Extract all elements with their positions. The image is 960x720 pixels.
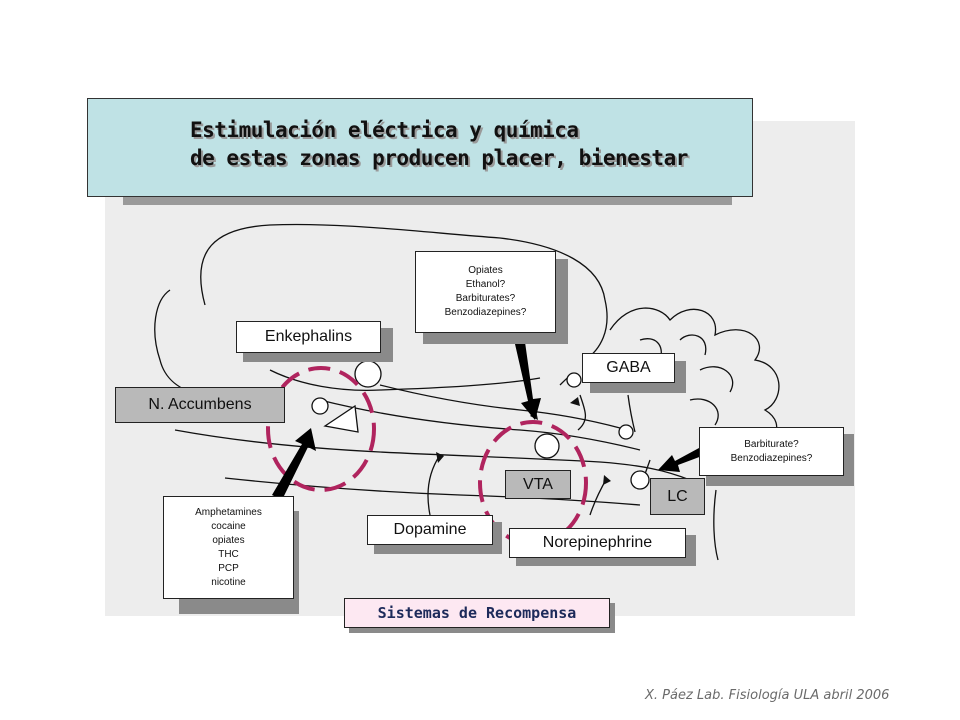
neuron-vta xyxy=(534,433,560,459)
title-line-2: de estas zonas producen placer, bienesta… xyxy=(190,146,688,170)
highlight-circle-vta xyxy=(478,420,588,546)
neuron-gaba-2 xyxy=(618,424,634,440)
neuron-accumbens xyxy=(311,397,329,415)
drug-item: PCP xyxy=(218,562,239,574)
caption-sistemas-de-recompensa: Sistemas de Recompensa xyxy=(344,598,610,628)
drug-item: opiates xyxy=(212,534,245,546)
arrow-amphetamines xyxy=(272,428,316,500)
terminal-triangle xyxy=(323,404,359,433)
label-dopamine: Dopamine xyxy=(367,515,493,545)
drug-item: cocaine xyxy=(211,520,246,532)
arrow-barbiturate xyxy=(658,448,702,472)
drug-item: Barbiturate? xyxy=(744,438,799,450)
title-line-1: Estimulación eléctrica y química xyxy=(190,118,579,142)
pathway-lower xyxy=(224,477,641,506)
opiates-box: Opiates Ethanol? Barbiturates? Benzodiaz… xyxy=(415,251,556,333)
drug-item: Benzodiazepines? xyxy=(444,307,527,318)
drug-item: Barbiturates? xyxy=(455,293,516,304)
label-lc: LC xyxy=(650,478,705,515)
neuron-enkephalin xyxy=(354,360,382,388)
neuron-gaba-1 xyxy=(566,372,582,388)
label-norepinephrine: Norepinephrine xyxy=(509,528,686,558)
highlight-circle-accumbens xyxy=(266,366,376,492)
brain-front xyxy=(154,289,201,396)
label-gaba: GABA xyxy=(582,353,675,383)
label-enkephalins: Enkephalins xyxy=(236,321,381,353)
drug-item: nicotine xyxy=(211,576,246,588)
arrow-opiates xyxy=(515,342,541,420)
barbiturate-box: Barbiturate? Benzodiazepines? xyxy=(699,427,844,476)
pathway-upper xyxy=(174,429,691,481)
amphetamines-box: Amphetamines cocaine opiates THC PCP nic… xyxy=(163,496,294,599)
cortex-inner xyxy=(269,369,541,391)
drug-item: Opiates xyxy=(468,265,503,276)
title-box xyxy=(87,98,753,197)
brain-outline xyxy=(200,223,608,361)
drug-item: THC xyxy=(218,548,239,560)
drug-item: Ethanol? xyxy=(465,279,506,290)
label-n-accumbens: N. Accumbens xyxy=(115,387,285,423)
footer-credit: X. Páez Lab. Fisiología ULA abril 2006 xyxy=(645,688,890,703)
drug-item: Benzodiazepines? xyxy=(730,452,813,464)
neuron-lc xyxy=(630,470,650,490)
drug-item: Amphetamines xyxy=(195,506,262,518)
label-vta: VTA xyxy=(505,470,571,499)
pathway-mid xyxy=(319,399,641,451)
